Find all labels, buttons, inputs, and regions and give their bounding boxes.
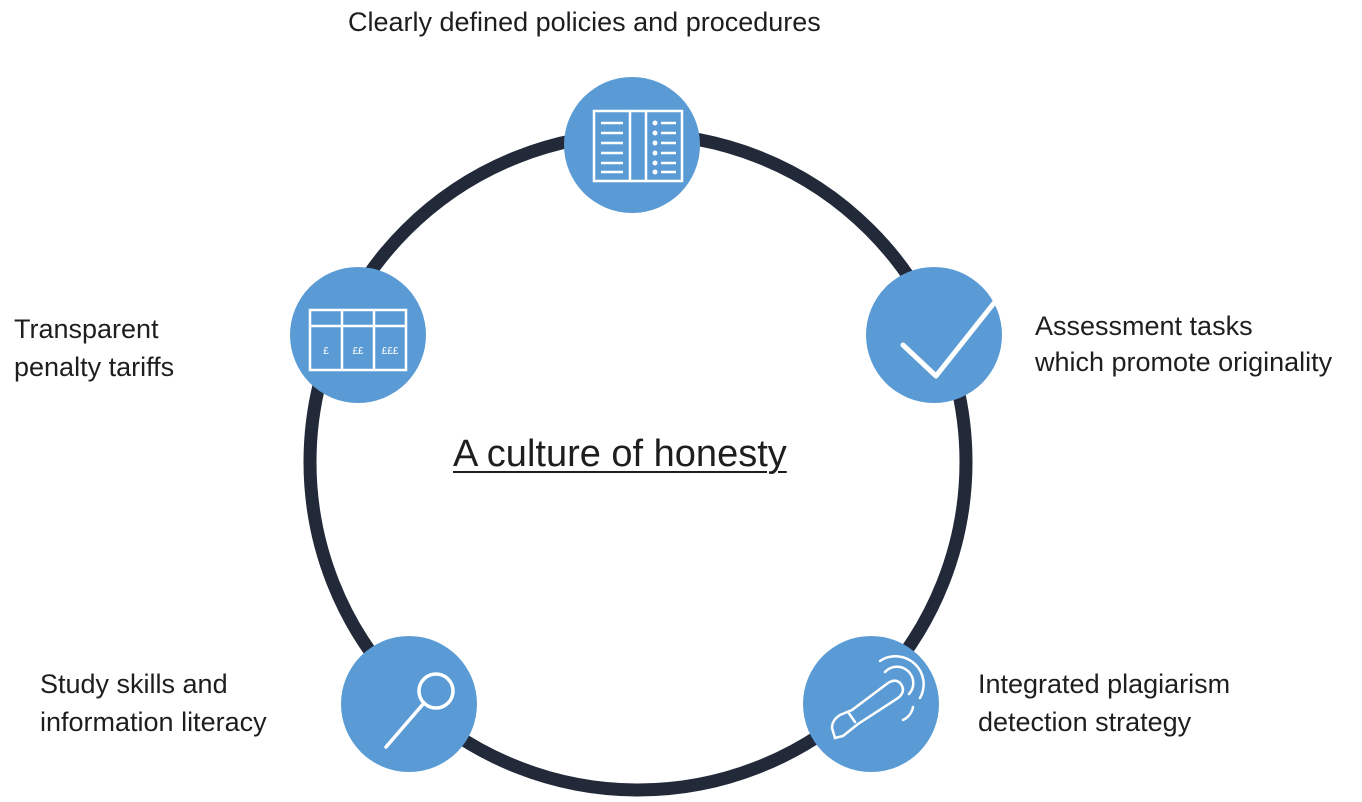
label-policies-line-1: Clearly defined policies and procedures: [348, 7, 821, 37]
node-detection: [803, 636, 939, 772]
node-policies: [564, 77, 700, 213]
scanner-wand-icon: [830, 655, 925, 740]
label-tariffs-line-1: Transparent: [14, 314, 159, 344]
node-study-skills: [341, 636, 477, 772]
label-study-skills-line-1: Study skills and: [40, 669, 228, 699]
node-tariffs: £ ££ £££: [290, 267, 426, 403]
tariff-table-icon: [308, 308, 408, 372]
open-book-icon: [592, 109, 684, 183]
label-assessment-line-1: Assessment tasks: [1035, 311, 1253, 341]
label-tariffs: Transparent penalty tariffs: [14, 310, 174, 386]
label-assessment: Assessment tasks which promote originali…: [1035, 308, 1332, 380]
label-policies: Clearly defined policies and procedures: [348, 4, 821, 40]
label-detection-line-1: Integrated plagiarism: [978, 669, 1231, 699]
label-detection: Integrated plagiarism detection strategy: [978, 665, 1230, 741]
label-study-skills: Study skills and information literacy: [40, 665, 267, 741]
tariff-mark-2: ££: [352, 346, 364, 357]
tariff-mark-3: £££: [382, 346, 399, 357]
magnifier-icon: [384, 672, 455, 749]
tariff-mark-1: £: [323, 346, 329, 357]
node-assessment: [866, 267, 1002, 403]
label-tariffs-line-2: penalty tariffs: [14, 352, 175, 382]
checkmark-icon: [900, 300, 997, 379]
label-study-skills-line-2: information literacy: [40, 707, 267, 737]
label-assessment-line-2: which promote originality: [1035, 347, 1333, 377]
label-detection-line-2: detection strategy: [978, 707, 1192, 737]
center-title: A culture of honesty: [453, 433, 787, 475]
